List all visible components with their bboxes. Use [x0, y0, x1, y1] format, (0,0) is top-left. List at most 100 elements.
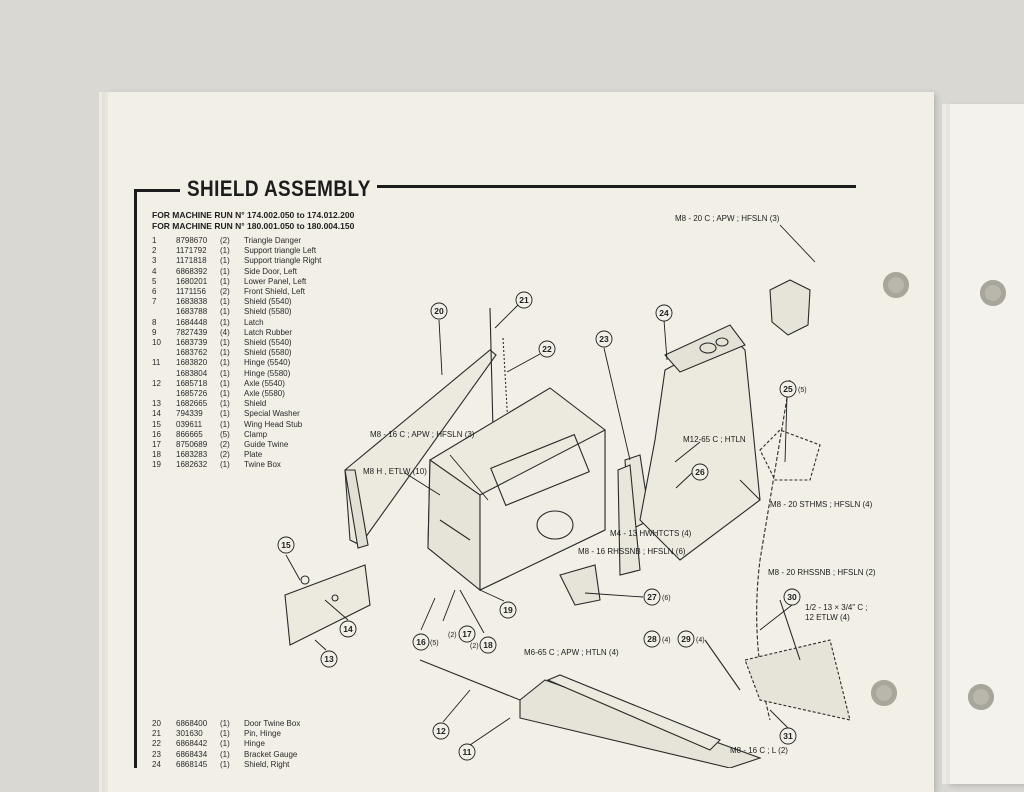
item-number: 23 [152, 749, 161, 759]
description: Guide Twine [244, 440, 289, 450]
quantity: (1) [220, 307, 230, 317]
item-number: 3 [152, 256, 157, 266]
label-28: 28 [647, 634, 657, 644]
punch-hole [871, 680, 897, 706]
item-number: 15 [152, 419, 161, 429]
description: Wing Head Stub [244, 419, 303, 429]
item-number: 14 [152, 409, 161, 419]
part-number: 1683838 [176, 297, 208, 307]
quantity: (1) [220, 256, 230, 266]
part-number: 1682632 [176, 460, 208, 470]
qty-28: (4) [662, 637, 671, 644]
quantity: (5) [220, 429, 230, 439]
parts-row: 19 1682632 (1) Twine Box [152, 460, 384, 470]
item-number: 10 [152, 338, 161, 348]
description: Shield (5540) [244, 338, 292, 348]
item-number: 1 [152, 236, 157, 245]
qty-17: (2) [448, 632, 457, 639]
quantity: (1) [220, 399, 230, 409]
qty-29: (4) [696, 637, 705, 644]
machine-run-1: FOR MACHINE RUN N° 174.002.050 to 174.01… [152, 210, 355, 220]
label-12: 12 [436, 726, 446, 736]
part-number: 1683283 [176, 450, 208, 460]
qty-27: (6) [662, 595, 671, 602]
label-17: 17 [462, 629, 472, 639]
label-29: 29 [681, 634, 691, 644]
item-number: 12 [152, 378, 161, 388]
description: Clamp [244, 429, 268, 439]
quantity: (1) [220, 389, 230, 399]
parts-row: 1683788(1)Shield (5580) [152, 307, 384, 317]
part-number: 1685726 [176, 389, 208, 399]
quantity: (1) [220, 460, 230, 470]
part-number: 1683739 [176, 338, 208, 348]
item-number: 7 [152, 297, 157, 307]
item-number: 20 [152, 719, 161, 728]
description: Twine Box [244, 460, 281, 470]
leader-lines [285, 224, 816, 746]
quantity: (1) [220, 246, 230, 256]
part-number: 1684448 [176, 317, 208, 327]
quantity: (1) [220, 378, 230, 388]
item-number: 24 [152, 759, 161, 769]
part-number: 794339 [176, 409, 203, 419]
callout-m8-20s: M8 - 20 STHMS ; HFSLN (4) [770, 500, 873, 509]
callout-m8h: M8 H , ETLW (10) [363, 467, 427, 476]
quantity-labels: (5) (6) (5) (2) (2) (4) (4) [430, 387, 807, 650]
parts-row: 1685726 (1) Axle (5580) [152, 389, 384, 399]
description: Side Door, Left [244, 266, 297, 276]
callout-m8-16l: M8 - 16 C ; L (2) [730, 746, 788, 755]
description: Hinge [244, 739, 265, 749]
part-number: 8750689 [176, 440, 208, 450]
part-number: 1683804 [176, 368, 208, 378]
callout-m12: M12-65 C ; HTLN [683, 435, 746, 444]
item-number: 6 [152, 287, 157, 297]
quantity: (1) [220, 739, 230, 749]
item-number: 19 [152, 460, 161, 470]
quantity: (4) [220, 327, 230, 337]
label-21: 21 [519, 295, 529, 305]
part-number: 6868442 [176, 739, 208, 749]
description: Axle (5580) [244, 389, 285, 399]
quantity: (1) [220, 348, 230, 358]
diagram-linework [284, 279, 851, 768]
description: Hinge (5580) [244, 368, 291, 378]
item-number: 11 [152, 358, 161, 368]
quantity: (1) [220, 719, 230, 728]
callout-m8-16c: M8 - 16 C ; APW ; HFSLN (3) [370, 430, 475, 439]
item-number: 22 [152, 739, 161, 749]
part-number: 1683762 [176, 348, 208, 358]
part-number: 8798670 [176, 236, 208, 245]
quantity: (1) [220, 419, 230, 429]
label-26: 26 [695, 467, 705, 477]
part-number: 6868434 [176, 749, 208, 759]
description: Shield (5540) [244, 297, 292, 307]
part-number: 1171156 [176, 287, 206, 297]
item-number: 18 [152, 450, 161, 460]
item-number: 2 [152, 246, 157, 256]
fastener-callouts: M8 - 20 C ; APW ; HFSLN (3) M8 - 16 C ; … [363, 214, 876, 755]
punch-hole [968, 684, 994, 710]
page-title: SHIELD ASSEMBLY [187, 176, 371, 201]
qty-16: (5) [430, 640, 439, 647]
quantity: (1) [220, 759, 230, 769]
quantity: (1) [220, 266, 230, 276]
description: Plate [244, 450, 263, 460]
parts-row: 1683762(1)Shield (5580) [152, 348, 384, 358]
callout-m8-16r: M8 - 16 RHSSNB ; HFSLN (6) [578, 547, 686, 556]
description: Shield, Right [244, 759, 290, 769]
description: Latch Rubber [244, 327, 293, 337]
quantity: (2) [220, 236, 230, 245]
part-number: 301630 [176, 729, 203, 739]
